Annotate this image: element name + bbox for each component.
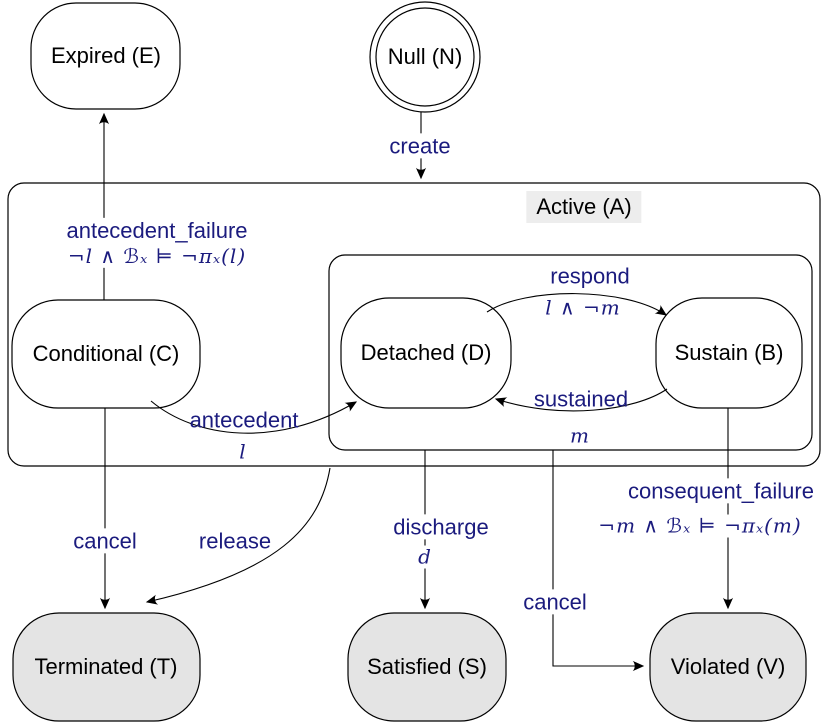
edge-antecedent-failure-label: antecedent_failure ¬l ∧ ℬₓ ⊨ ¬πₓ(l): [61, 217, 253, 269]
state-satisfied-shape: [347, 612, 507, 722]
antecedent-failure-guard: ¬l ∧ ℬₓ ⊨ ¬πₓ(l): [67, 244, 247, 269]
state-null-label: Null (N): [387, 44, 463, 69]
state-conditional-shape: [11, 299, 201, 409]
edge-sustained-label: sustained: [533, 386, 629, 412]
state-detached-shape: [340, 297, 512, 409]
edge-respond: [486, 293, 667, 316]
edge-cancel-right-label: cancel: [518, 589, 592, 615]
edge-cancel-right: [552, 450, 645, 672]
edge-discharge-guard: d: [413, 545, 437, 569]
edge-release: [145, 467, 331, 605]
state-detached-label: Detached (D): [360, 340, 492, 365]
edge-consequent-failure-label: consequent_failure: [623, 478, 819, 504]
state-active-label: Active (A): [526, 191, 642, 223]
state-null-inner-circle: [375, 7, 475, 107]
state-sustain-label: Sustain (B): [674, 340, 784, 365]
edge-release-label: release: [198, 528, 272, 554]
edge-respond-label: respond: [550, 263, 630, 289]
state-satisfied-label: Satisfied (S): [367, 654, 487, 679]
state-conditional-label: Conditional (C): [32, 341, 180, 366]
edge-cancel-left-label: cancel: [68, 528, 142, 554]
state-sustain-shape: [655, 297, 803, 409]
edge-create-label: create: [384, 133, 456, 159]
antecedent-failure-event: antecedent_failure: [66, 217, 248, 243]
state-terminated-label: Terminated (T): [34, 654, 178, 679]
state-expired-shape: [30, 2, 181, 110]
edge-sustained: [494, 388, 668, 412]
state-terminated-shape: [12, 612, 201, 722]
edge-antecedent-guard: l: [239, 439, 247, 464]
edge-antecedent: [150, 400, 358, 434]
edge-sustained-guard: m: [570, 423, 590, 448]
state-violated-label: Violated (V): [670, 654, 786, 679]
edge-consequent-failure-guard: ¬m ∧ ℬₓ ⊨ ¬πₓ(m): [593, 514, 807, 538]
state-violated-shape: [649, 612, 807, 722]
edge-antecedent-label: antecedent: [189, 407, 299, 433]
state-expired-label: Expired (E): [50, 43, 162, 68]
edge-respond-guard: l ∧ ¬m: [545, 295, 621, 320]
edge-discharge-label: discharge: [388, 514, 494, 540]
